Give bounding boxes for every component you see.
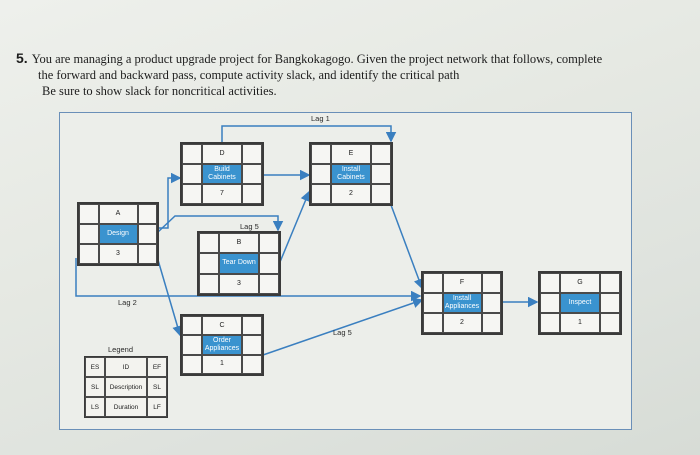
question-number: 5. [16, 50, 28, 66]
ef-cell [242, 316, 262, 336]
legend-sl-right: SL [147, 377, 167, 397]
question-line-1: You are managing a product upgrade proje… [31, 52, 603, 66]
ef-cell [137, 204, 157, 224]
activity-id: E [331, 144, 371, 164]
es-cell [182, 144, 202, 164]
question-text: 5.You are managing a product upgrade pro… [16, 50, 676, 99]
activity-id: B [219, 233, 259, 254]
lag-label-c-f: Lag 5 [333, 328, 352, 337]
activity-id: F [442, 273, 482, 293]
arrow-a-to-f [75, 258, 422, 302]
lf-cell [137, 244, 157, 264]
sl-cell [79, 224, 99, 244]
activity-id: A [98, 204, 138, 224]
legend-ef: EF [147, 357, 167, 377]
activity-node-f: F Install Appliances 2 [421, 271, 503, 335]
legend-es: ES [85, 357, 105, 377]
ls-cell [79, 244, 99, 264]
sl-cell [481, 293, 501, 313]
ef-cell [259, 233, 279, 254]
sl-cell [199, 253, 219, 274]
activity-description: Tear Down [219, 253, 259, 274]
ef-cell [600, 273, 620, 293]
question-line-3: Be sure to show slack for noncritical ac… [42, 84, 277, 98]
es-cell [311, 144, 331, 164]
activity-id: G [560, 273, 600, 293]
arrow-a-to-b [157, 215, 284, 233]
sl-cell [259, 253, 279, 274]
activity-duration: 7 [202, 184, 242, 204]
legend-id: ID [105, 357, 147, 377]
arrow-a-to-d [158, 172, 182, 229]
sl-cell [423, 293, 443, 313]
es-cell [182, 316, 202, 336]
legend-duration: Duration [105, 397, 147, 417]
sl-cell [600, 293, 620, 313]
activity-description: Order Appliances [202, 335, 242, 355]
ls-cell [199, 273, 219, 294]
es-cell [79, 204, 99, 224]
activity-node-e: E Install Cabinets 2 [309, 142, 393, 206]
sl-cell [540, 293, 560, 313]
ef-cell [481, 273, 501, 293]
arrow-e-to-f [390, 204, 424, 290]
activity-duration: 1 [202, 354, 242, 374]
ls-cell [182, 354, 202, 374]
sl-cell [182, 335, 202, 355]
activity-node-a: A Design 3 [77, 202, 159, 266]
activity-description: Inspect [560, 293, 600, 313]
activity-duration: 1 [560, 313, 600, 333]
es-cell [540, 273, 560, 293]
activity-description: Install Cabinets [331, 164, 371, 184]
question-line-2: the forward and backward pass, compute a… [38, 68, 460, 82]
sl-cell [242, 164, 262, 184]
lf-cell [242, 354, 262, 374]
activity-duration: 3 [219, 273, 259, 294]
lf-cell [242, 184, 262, 204]
legend-ls: LS [85, 397, 105, 417]
activity-id: D [202, 144, 242, 164]
lf-cell [371, 184, 391, 204]
legend-title: Legend [108, 345, 134, 354]
es-cell [199, 233, 219, 254]
activity-duration: 3 [98, 244, 138, 264]
es-cell [423, 273, 443, 293]
activity-node-b: B Tear Down 3 [197, 231, 281, 296]
legend-box: ES ID EF SL Description SL LS Duration L… [84, 356, 168, 418]
arrow-d-to-e-lag [221, 125, 397, 143]
arrow-b-to-e [279, 190, 311, 263]
activity-node-d: D Build Cabinets 7 [180, 142, 264, 206]
activity-duration: 2 [331, 184, 371, 204]
activity-description: Build Cabinets [202, 164, 242, 184]
activity-duration: 2 [442, 313, 482, 333]
activity-node-g: G Inspect 1 [538, 271, 622, 335]
lag-label-a-b: Lag 5 [240, 222, 259, 231]
activity-description: Design [98, 224, 138, 244]
activity-description: Install Appliances [442, 293, 482, 313]
ls-cell [182, 184, 202, 204]
ef-cell [242, 144, 262, 164]
sl-cell [242, 335, 262, 355]
activity-node-c: C Order Appliances 1 [180, 314, 264, 376]
legend-sl-left: SL [85, 377, 105, 397]
lag-label-a-f: Lag 2 [118, 298, 137, 307]
sl-cell [182, 164, 202, 184]
legend-lf: LF [147, 397, 167, 417]
ef-cell [371, 144, 391, 164]
legend-description: Description [105, 377, 147, 397]
sl-cell [137, 224, 157, 244]
arrow-c-to-f [262, 297, 424, 356]
activity-id: C [202, 316, 242, 336]
sl-cell [311, 164, 331, 184]
arrow-a-to-c [157, 259, 183, 337]
ls-cell [423, 313, 443, 333]
lag-label-d-e: Lag 1 [311, 114, 330, 123]
lf-cell [600, 313, 620, 333]
ls-cell [540, 313, 560, 333]
sl-cell [371, 164, 391, 184]
ls-cell [311, 184, 331, 204]
lf-cell [481, 313, 501, 333]
lf-cell [259, 273, 279, 294]
